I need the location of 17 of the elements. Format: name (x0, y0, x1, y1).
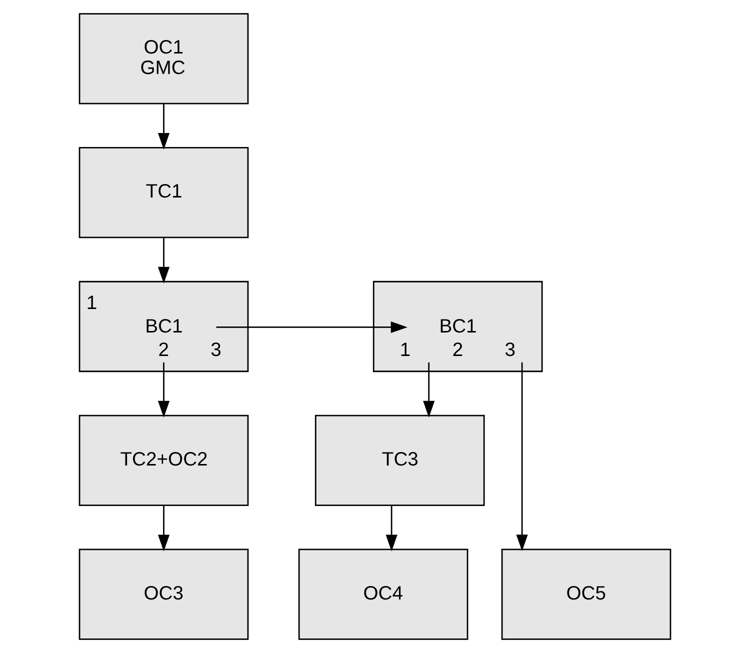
arrow (385, 505, 397, 552)
arrow (157, 104, 170, 150)
node-box: TC3 (314, 414, 484, 506)
arrow (216, 321, 407, 333)
arrow (422, 362, 434, 418)
arrow (157, 238, 170, 284)
arrow (157, 362, 170, 418)
node-box: TC2+OC2 (78, 414, 248, 506)
node-box: OC5 (500, 548, 671, 640)
node-box: BC1 1 2 3 (372, 280, 542, 372)
node-box: TC1 (78, 147, 248, 238)
node-box: OC3 (78, 548, 248, 640)
node-box: OC1 GMC (78, 13, 248, 104)
node-box: OC4 (298, 548, 468, 640)
node-box: 1 BC1 2 3 (78, 280, 248, 372)
arrow (516, 362, 528, 552)
arrow (157, 505, 170, 552)
